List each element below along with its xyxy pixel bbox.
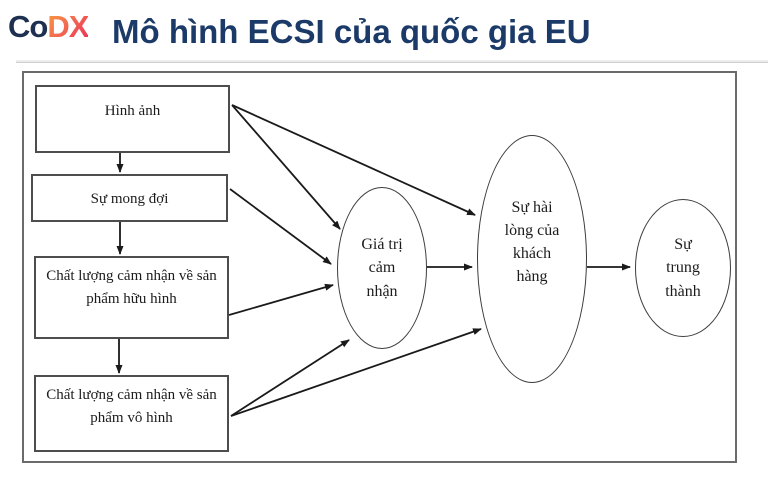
node-intangible-quality-label: Chất lượng cảm nhận về sản phẩm vô hình xyxy=(46,387,217,427)
node-expectation-label: Sự mong đợi xyxy=(90,191,169,207)
node-perceived-value-label: Giá trị cảm nhận xyxy=(361,236,403,300)
header-divider xyxy=(16,60,768,63)
slide-header: CoDX Mô hình ECSI của quốc gia EU xyxy=(0,0,768,63)
edge-image-to-satisfaction xyxy=(231,104,476,216)
page-title: Mô hình ECSI của quốc gia EU xyxy=(112,13,591,50)
codx-logo: CoDX xyxy=(8,9,89,45)
node-perceived-value: Giá trị cảm nhận xyxy=(337,187,427,349)
node-loyalty: Sự trung thành xyxy=(635,199,731,337)
node-tangible-quality: Chất lượng cảm nhận về sản phẩm hữu hình xyxy=(34,256,229,339)
node-intangible-quality: Chất lượng cảm nhận về sản phẩm vô hình xyxy=(34,375,229,452)
edge-intangible-to-perceived-value xyxy=(230,339,350,417)
node-loyalty-label: Sự trung thành xyxy=(665,236,701,300)
logo-text-co: Co xyxy=(8,9,48,44)
edge-tangible-to-perceived-value xyxy=(228,283,334,316)
logo-text-dx: DX xyxy=(47,9,89,44)
edge-image-to-perceived-value xyxy=(231,104,341,230)
node-customer-satisfaction: Sự hài lòng của khách hàng xyxy=(477,135,587,383)
node-image: Hình ảnh xyxy=(35,85,230,153)
node-image-label: Hình ảnh xyxy=(104,103,161,119)
edge-expectation-to-perceived-value xyxy=(229,188,332,265)
node-expectation: Sự mong đợi xyxy=(31,174,228,222)
edge-intangible-to-satisfaction xyxy=(230,328,482,417)
node-customer-satisfaction-label: Sự hài lòng của khách hàng xyxy=(504,198,560,286)
ecsi-model-diagram: Hình ảnh Sự mong đợi Chất lượng cảm nhận… xyxy=(22,71,737,463)
node-tangible-quality-label: Chất lượng cảm nhận về sản phẩm hữu hình xyxy=(46,268,217,308)
